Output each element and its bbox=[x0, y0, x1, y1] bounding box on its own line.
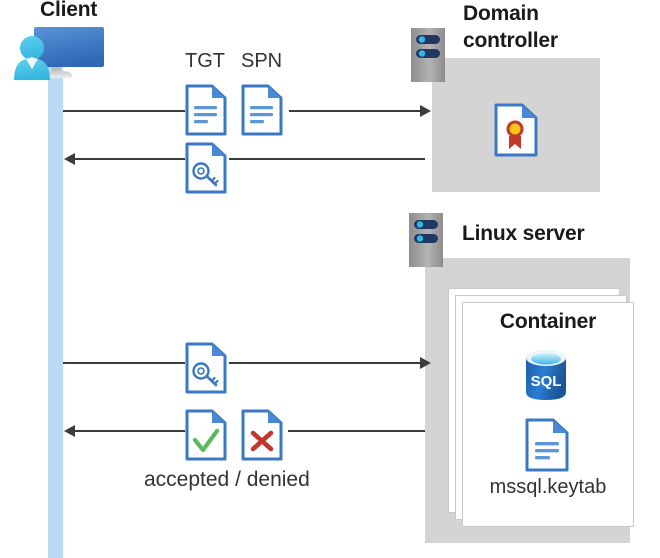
flow-ticket-present-line-left bbox=[63, 362, 185, 364]
document-checkmark-icon bbox=[185, 409, 227, 461]
domain-controller-server-icon bbox=[411, 28, 445, 82]
keytab-file-label: mssql.keytab bbox=[489, 476, 607, 498]
document-lines-icon-tgt bbox=[185, 84, 227, 136]
flow-ticket-response-line-right bbox=[229, 158, 425, 160]
document-lines-icon-spn bbox=[241, 84, 283, 136]
flow-ticket-present-line-right bbox=[229, 362, 421, 364]
client-workstation-icon bbox=[8, 22, 108, 84]
flow-ticket-response-arrowhead bbox=[64, 153, 75, 165]
flow-ticket-response-line-left bbox=[75, 158, 185, 160]
accepted-denied-label: accepted / denied bbox=[144, 468, 310, 491]
client-title: Client bbox=[40, 0, 98, 21]
domain-controller-title-line2: controller bbox=[463, 29, 558, 52]
document-certificate-icon bbox=[494, 103, 538, 157]
document-key-icon-bottom bbox=[185, 342, 227, 394]
tgt-label: TGT bbox=[185, 50, 225, 72]
flow-ticket-present-arrowhead bbox=[420, 357, 431, 369]
linux-server-server-icon bbox=[409, 213, 443, 267]
flow-tgt-spn-request-line-left bbox=[63, 110, 185, 112]
document-lines-icon-keytab bbox=[525, 418, 569, 472]
spn-label: SPN bbox=[241, 50, 283, 72]
container-card-front bbox=[462, 302, 634, 527]
linux-server-title: Linux server bbox=[462, 222, 585, 245]
flow-tgt-spn-request-line-right bbox=[289, 110, 421, 112]
document-key-icon-top bbox=[185, 142, 227, 194]
sql-database-icon: SQL bbox=[522, 348, 570, 402]
flow-tgt-spn-request-arrowhead bbox=[420, 105, 431, 117]
flow-auth-result-line-right bbox=[288, 430, 425, 432]
flow-auth-result-line-left bbox=[75, 430, 185, 432]
container-title: Container bbox=[499, 310, 597, 333]
domain-controller-title-line1: Domain bbox=[463, 2, 539, 25]
flow-auth-result-arrowhead bbox=[64, 425, 75, 437]
client-lifeline bbox=[48, 60, 63, 558]
sql-database-label: SQL bbox=[531, 373, 562, 390]
document-x-icon bbox=[241, 409, 283, 461]
